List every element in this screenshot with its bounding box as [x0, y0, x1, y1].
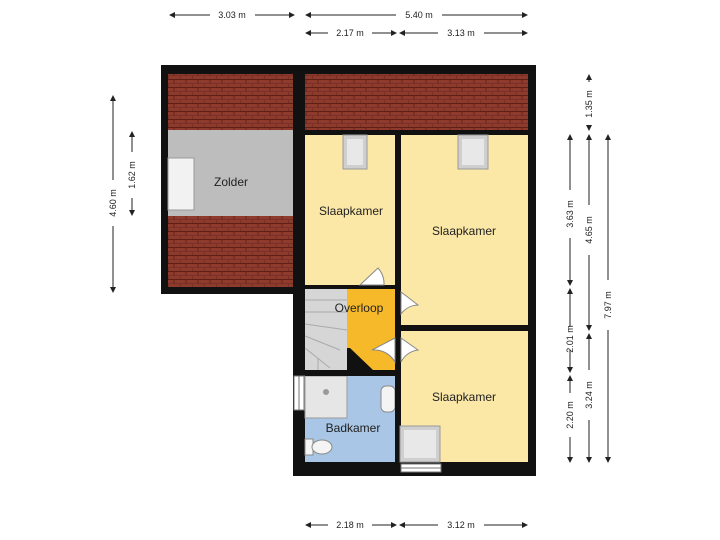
dim-right-upper: 3.63 m: [565, 200, 575, 228]
label-slaapkamer-bottom: Slaapkamer: [432, 390, 496, 404]
roof-main-top: [305, 74, 528, 130]
dim-right-lower: 2.20 m: [565, 401, 575, 429]
label-slaapkamer-small: Slaapkamer: [319, 204, 383, 218]
roof-windows: [342, 134, 489, 463]
roof-zolder-top: [168, 74, 293, 130]
dim-left-outer: 4.60 m: [108, 189, 118, 217]
dim-right-b: 3.24 m: [584, 381, 594, 409]
label-slaapkamer-large: Slaapkamer: [432, 224, 496, 238]
dim-top-left: 3.03 m: [218, 10, 246, 20]
label-badkamer: Badkamer: [326, 421, 381, 435]
dim-left-inner: 1.62 m: [127, 161, 137, 189]
dim-top-b: 3.13 m: [447, 28, 475, 38]
dim-bottom-b: 3.12 m: [447, 520, 475, 530]
dim-right-total: 7.97 m: [603, 291, 613, 319]
dim-right-roof: 1.35 m: [584, 90, 594, 118]
label-zolder: Zolder: [214, 175, 248, 189]
dim-top-total: 5.40 m: [405, 10, 433, 20]
dimension-lines: [110, 12, 611, 528]
dim-right-a: 4.65 m: [584, 216, 594, 244]
dimension-labels: 3.03 m 5.40 m 2.17 m 3.13 m 2.18 m 3.12 …: [108, 10, 613, 530]
wall-windows: [293, 375, 442, 473]
roof-areas: [168, 74, 528, 287]
toilet: [304, 438, 333, 456]
stair-treads: [304, 299, 348, 370]
shower: [304, 375, 348, 419]
shower-drain: [323, 389, 329, 395]
sink: [380, 385, 396, 413]
dim-bottom-a: 2.18 m: [336, 520, 364, 530]
doors: [358, 267, 420, 364]
interior-walls: [293, 130, 536, 462]
dim-top-a: 2.17 m: [336, 28, 364, 38]
zolder-window: [167, 157, 195, 211]
label-overloop: Overloop: [335, 301, 384, 315]
roof-zolder-bottom: [168, 216, 293, 287]
dim-right-mid: 2.01 m: [565, 325, 575, 353]
